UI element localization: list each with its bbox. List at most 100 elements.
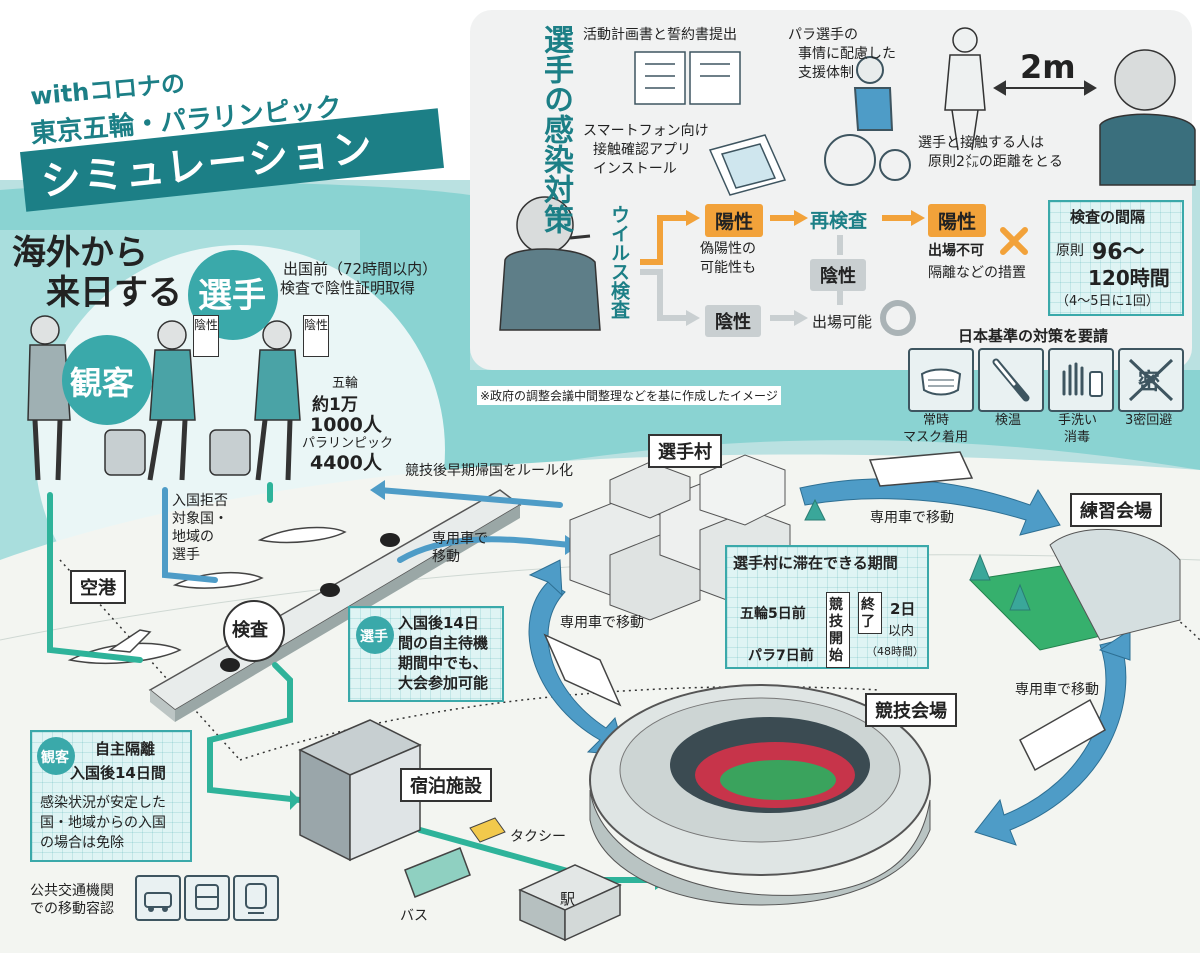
- spectator-note-line3: 感染状況が安定した: [40, 795, 166, 811]
- spectator-note-badge-text: 観客: [41, 750, 69, 766]
- inspection-circle: [223, 600, 285, 662]
- spectator-note-line2: 入国後14日間: [70, 764, 166, 782]
- dedicated-vehicle-a-2: 移動: [432, 549, 460, 565]
- spectator-circle: [62, 335, 152, 425]
- bus-icon: [184, 875, 230, 921]
- interval-title: 検査の間隔: [1070, 208, 1146, 226]
- olympics-count-1: 約1万: [312, 395, 358, 415]
- airport-label: 空港: [70, 570, 126, 604]
- std-mask-1: 常時: [923, 413, 950, 428]
- athlete-note-panel: [348, 606, 504, 702]
- interval-panel: [1048, 200, 1184, 316]
- std-three-c: 3密回避: [1125, 413, 1173, 428]
- hand-wash-icon: [1048, 348, 1114, 412]
- transit-line1: 公共交通機関: [30, 883, 114, 899]
- cross-icon: [1000, 227, 1028, 255]
- village-buildings: [569, 454, 791, 621]
- stay-within: 以内: [888, 624, 915, 639]
- positive-badge-2: 陽性: [928, 204, 987, 237]
- interval-3: 120時間: [1088, 266, 1170, 290]
- inspection-label: 検査: [232, 620, 268, 641]
- retest-label: 再検査: [810, 210, 868, 232]
- taxi-label: タクシー: [510, 829, 566, 845]
- dedicated-vehicle-b: 専用車で移動: [560, 615, 644, 631]
- interval-2: 96～: [1092, 240, 1145, 265]
- athlete-note-line3: 期間中でも、: [398, 654, 488, 672]
- spectator-word: 観客: [70, 364, 135, 402]
- athlete-note-line4: 大会参加可能: [398, 674, 489, 692]
- cannot-compete: 出場不可: [928, 243, 984, 259]
- three-c-icon-char: 密: [1138, 370, 1161, 395]
- athlete-word: 選手: [198, 276, 266, 316]
- false-positive-2: 可能性も: [700, 260, 756, 276]
- can-compete: 出場可能: [812, 313, 873, 331]
- pre-departure-line1: 出国前（72時間以内）: [283, 260, 438, 278]
- heading-overseas: 海外から: [12, 233, 148, 273]
- std-wash-1: 手洗い: [1058, 413, 1098, 428]
- measures-app-3: インストール: [593, 161, 677, 177]
- athlete-note-badge-text: 選手: [360, 629, 388, 645]
- negative-card-2: 陰性: [303, 315, 329, 357]
- measures-para-1: パラ選手の: [788, 27, 858, 43]
- ok-circle: [880, 300, 916, 336]
- athlete-masked: [1099, 49, 1196, 186]
- stay-period-title: 選手村に滞在できる期間: [733, 554, 898, 572]
- swab-test-person: [499, 196, 601, 331]
- distance-label: 2m: [1020, 48, 1076, 86]
- athlete-note-badge: [356, 616, 394, 654]
- bus-label: バス: [400, 908, 428, 924]
- entry-ban-2: 対象国・: [172, 511, 228, 527]
- lodging-label: 宿泊施設: [400, 768, 492, 802]
- athlete-note-line1: 入国後14日: [398, 614, 479, 632]
- heading-coming: 来日する: [46, 273, 182, 313]
- measures-para-2: 事情に配慮した: [798, 46, 896, 62]
- paralympics-count: 4400人: [310, 452, 382, 474]
- early-return-label: 競技後早期帰国をルール化: [405, 463, 573, 479]
- measures-activity-plan: 活動計画書と誓約書提出: [583, 27, 737, 43]
- stay-para: パラ7日前: [748, 648, 814, 664]
- athlete-note-line2: 間の自主待機: [398, 634, 489, 652]
- village-label: 選手村: [648, 434, 722, 468]
- transit-line2: での移動容認: [30, 901, 114, 917]
- spectator-note-line1: 自主隔離: [95, 740, 156, 758]
- stay-start-box: [826, 592, 850, 668]
- stay-end-box: [858, 592, 882, 634]
- stay-start-1: 競: [829, 597, 843, 613]
- isolation-measures: 隔離などの措置: [928, 265, 1026, 281]
- document-icon: [634, 51, 741, 105]
- athletes-group: [27, 315, 301, 481]
- source-note: ※政府の調整会議中間整理などを基に作成したイメージ: [477, 386, 781, 405]
- smartphone-icon: [708, 134, 787, 196]
- measures-app-2: 接触確認アプリ: [593, 142, 691, 158]
- stay-start-3: 開: [829, 631, 843, 647]
- pre-departure-line2: 検査で陰性証明取得: [280, 279, 416, 297]
- measures-distance-2: 原則2㍍の距離をとる: [928, 154, 1063, 170]
- false-positive-1: 偽陽性の: [700, 241, 756, 257]
- measures-distance-1: 選手と接触する人は: [918, 135, 1044, 151]
- std-temp: 検温: [995, 413, 1022, 428]
- venue-label: 競技会場: [865, 693, 957, 727]
- negative-badge-1: 陰性: [705, 305, 761, 337]
- standards-heading: 日本基準の対策を要請: [958, 327, 1109, 345]
- entry-ban-3: 地域の: [172, 529, 214, 545]
- spectator-note-line4: 国・地域からの入国: [40, 815, 166, 831]
- staff-person: [944, 27, 986, 151]
- spectator-note-line5: の場合は免除: [40, 835, 124, 851]
- stadium-icon: [589, 684, 931, 906]
- interval-4: （4～5日に1回）: [1056, 294, 1159, 309]
- entry-ban-4: 選手: [172, 547, 200, 563]
- positive-badge-1: 陽性: [705, 204, 764, 237]
- std-mask-2: マスク着用: [903, 430, 969, 445]
- measures-para-3: 支援体制: [798, 65, 854, 81]
- mask-icon: [908, 348, 974, 412]
- olympics-count-2: 1000人: [310, 414, 382, 436]
- wheelchair-icon: [824, 56, 911, 186]
- std-wash-2: 消毒: [1064, 430, 1091, 445]
- interval-1: 原則: [1056, 243, 1084, 259]
- stay-start-2: 技: [829, 614, 843, 630]
- taxi-icon: [135, 875, 181, 921]
- three-c-avoid-icon: [1118, 348, 1184, 412]
- taxi-icon: [469, 817, 506, 843]
- negative-badge-retest: 陰性: [810, 259, 866, 291]
- station-label: 駅: [560, 890, 576, 908]
